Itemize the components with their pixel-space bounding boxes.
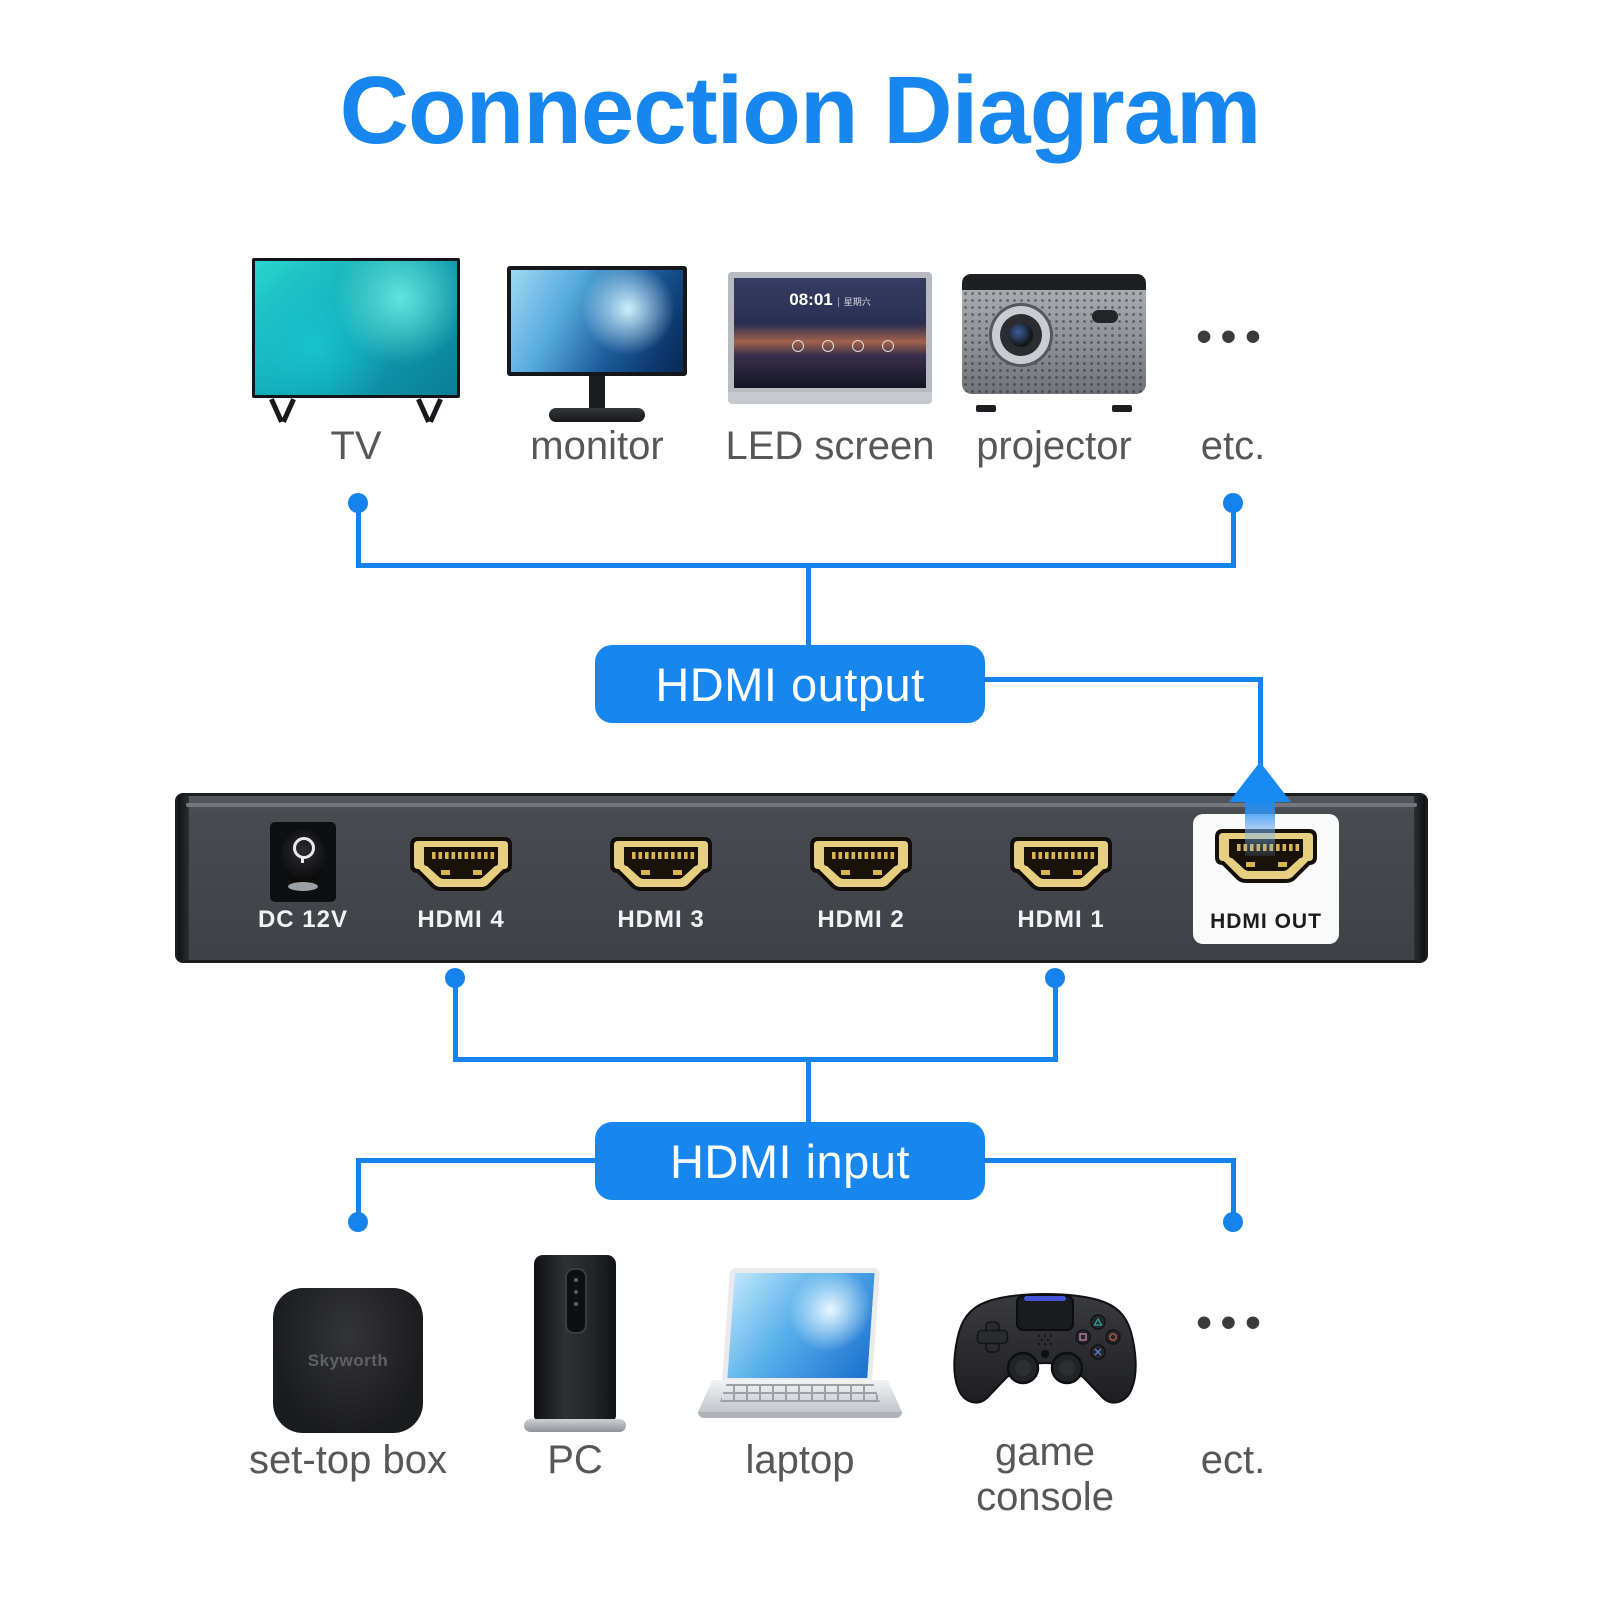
monitor-base: [549, 408, 645, 422]
dc-jack-highlight: [288, 882, 318, 891]
set-top-box-illustration: Skyworth: [273, 1288, 423, 1433]
led-app-icon: [822, 340, 834, 352]
projector-body: [962, 290, 1146, 394]
connector-node: [1223, 1212, 1243, 1232]
pc-light: [574, 1302, 578, 1306]
arrow-up-stem: [1245, 800, 1275, 856]
projector-foot: [1112, 405, 1132, 412]
tv-leg: [269, 398, 284, 423]
dc-power-jack: [270, 822, 336, 902]
set-top-box-brand: Skyworth: [307, 1350, 389, 1370]
monitor-stand: [589, 376, 605, 410]
tv-leg: [428, 398, 443, 423]
connector-line: [355, 1158, 361, 1214]
projector-sensor: [1092, 310, 1118, 323]
hdmi-port-3-icon: [610, 837, 712, 891]
laptop-illustration: [698, 1268, 902, 1420]
pc-drive-slot: [565, 1268, 587, 1334]
connector-line: [355, 563, 1236, 568]
dc-power-label: DC 12V: [257, 906, 349, 933]
led-bottom-bar: [728, 392, 932, 404]
tv-screen: [252, 258, 460, 398]
hdmi-output-tag: HDMI output: [595, 645, 985, 723]
hdmi-input-tag-label: HDMI input: [669, 1134, 911, 1188]
laptop-screen: [721, 1268, 881, 1383]
connector-line: [452, 978, 458, 1062]
connector-line: [358, 1158, 598, 1163]
ellipsis-icon: •••: [1196, 312, 1270, 361]
monitor-screen: [507, 266, 687, 376]
tv-illustration: [252, 258, 460, 426]
pc-illustration: [524, 1255, 626, 1432]
led-week: 星期六: [837, 297, 871, 307]
input-device-label-pc: PC: [547, 1438, 603, 1482]
projector-top: [962, 274, 1146, 292]
connector-line: [1230, 1158, 1236, 1214]
hdmi-port-4-icon: [410, 837, 512, 891]
device-edge: [1414, 796, 1425, 960]
hdmi-output-tag-label: HDMI output: [655, 657, 925, 711]
hdmi-port-3-label: HDMI 3: [617, 906, 705, 933]
laptop-keyboard: [720, 1384, 880, 1402]
projector-lens: [992, 306, 1050, 364]
pc-base: [524, 1419, 626, 1432]
dc-jack-pin: [301, 856, 304, 863]
hdmi-port-4-label: HDMI 4: [417, 906, 505, 933]
connector-line: [985, 677, 1263, 682]
hdmi-input-tag: HDMI input: [595, 1122, 985, 1200]
connector-line: [1258, 677, 1263, 767]
connector-line: [1230, 503, 1236, 568]
pc-light: [574, 1278, 578, 1282]
output-device-label-projector: projector: [976, 424, 1132, 468]
connector-node: [348, 1212, 368, 1232]
monitor-illustration: [507, 266, 687, 426]
output-device-label-monitor: monitor: [530, 424, 664, 468]
game-controller-illustration: [953, 1292, 1137, 1404]
hdmi-switch-device: DC 12V HDMI 4 HDMI 3 HDMI 2 HDMI 1: [175, 793, 1428, 963]
led-app-icon: [882, 340, 894, 352]
device-bevel: [186, 803, 1417, 807]
page-title: Connection Diagram: [339, 57, 1262, 164]
connector-line: [1052, 978, 1058, 1062]
ellipsis-icon: •••: [1196, 1298, 1270, 1347]
input-device-label-set-top-box: set-top box: [249, 1438, 447, 1482]
output-device-label-led-screen: LED screen: [725, 424, 935, 468]
hdmi-port-2-label: HDMI 2: [817, 906, 905, 933]
input-device-label-ect: ect.: [1200, 1438, 1266, 1482]
input-device-label-game-console: game console: [976, 1430, 1114, 1519]
hdmi-port-1-icon: [1010, 837, 1112, 891]
connector-line: [452, 1057, 1058, 1062]
connector-line: [355, 503, 361, 568]
output-device-label-etc: etc.: [1200, 424, 1266, 468]
led-app-icon: [852, 340, 864, 352]
hdmi-out-label: HDMI OUT: [1210, 910, 1322, 933]
led-app-icon: [792, 340, 804, 352]
input-device-label-laptop: laptop: [745, 1438, 855, 1482]
hdmi-port-1-label: HDMI 1: [1017, 906, 1105, 933]
dc-jack-pin-ring: [293, 837, 315, 859]
arrow-up-icon: [1229, 762, 1291, 802]
pc-light: [574, 1290, 578, 1294]
laptop-edge: [698, 1412, 902, 1418]
projector-illustration: [962, 274, 1146, 412]
connector-line: [805, 563, 811, 647]
connector-line: [985, 1158, 1235, 1163]
connector-line: [805, 1057, 811, 1124]
device-edge: [178, 796, 189, 960]
projector-foot: [976, 405, 996, 412]
projector-lens-glass: [1009, 323, 1033, 347]
projector-lens-ring: [1000, 314, 1042, 356]
hdmi-port-2-icon: [810, 837, 912, 891]
output-device-label-tv: TV: [330, 424, 382, 468]
